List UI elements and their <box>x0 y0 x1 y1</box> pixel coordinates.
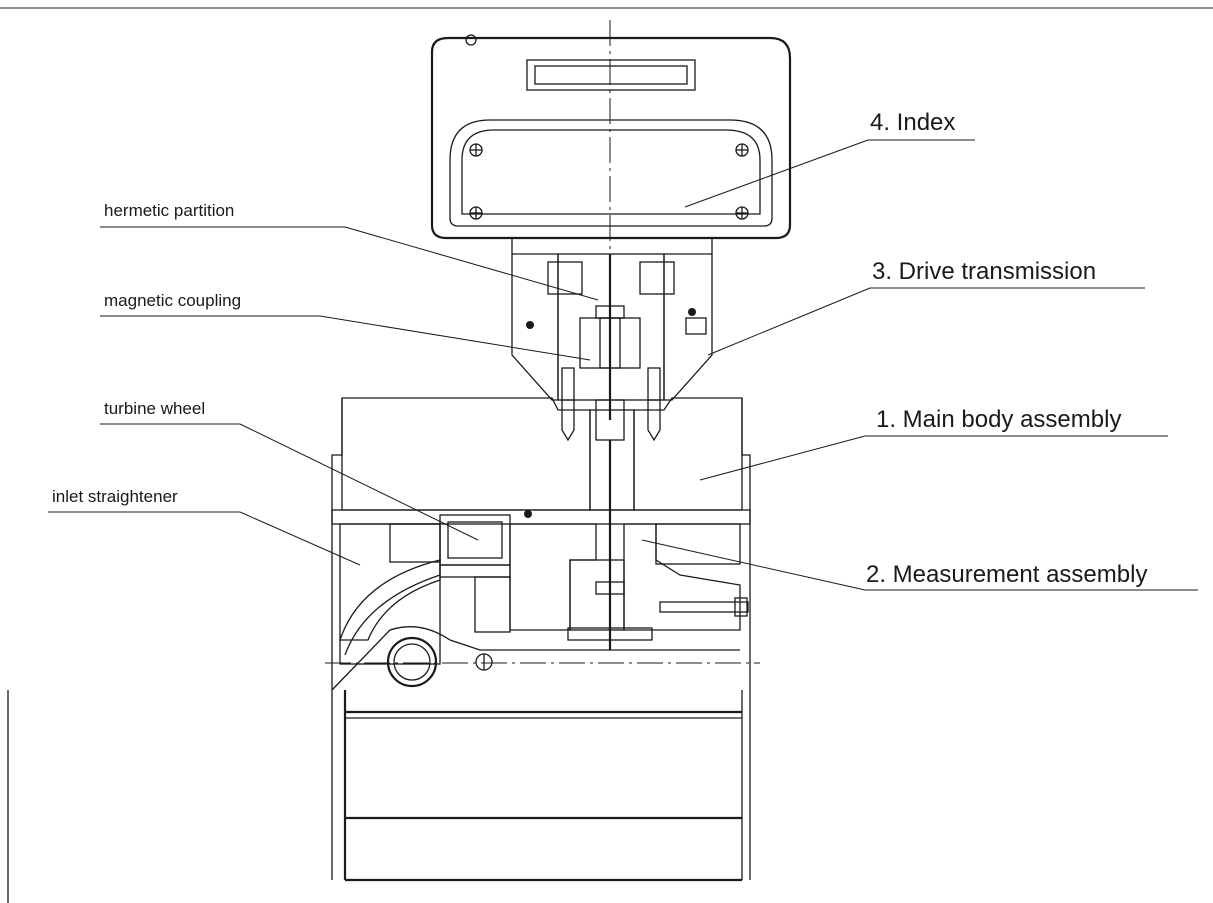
screw-icon <box>469 206 483 220</box>
label-turbine-wheel: turbine wheel <box>104 399 205 418</box>
label-measurement-assembly: 2. Measurement assembly <box>866 561 1147 588</box>
label-index: 4. Index <box>870 109 955 136</box>
leader-lines <box>48 139 1198 591</box>
index-head <box>430 34 792 254</box>
label-main-body-assembly: 1. Main body assembly <box>876 406 1121 433</box>
label-hermetic-partition: hermetic partition <box>104 201 234 220</box>
lower-housing <box>7 626 751 903</box>
label-inlet-straightener: inlet straightener <box>52 487 178 506</box>
measurement-assembly-section <box>331 509 751 665</box>
screw-icon <box>735 143 749 157</box>
label-drive-transmission: 3. Drive transmission <box>872 258 1096 285</box>
label-magnetic-coupling: magnetic coupling <box>104 291 241 310</box>
drive-transmission-section <box>511 253 713 442</box>
screw-icon <box>469 143 483 157</box>
screw-icon <box>735 206 749 220</box>
